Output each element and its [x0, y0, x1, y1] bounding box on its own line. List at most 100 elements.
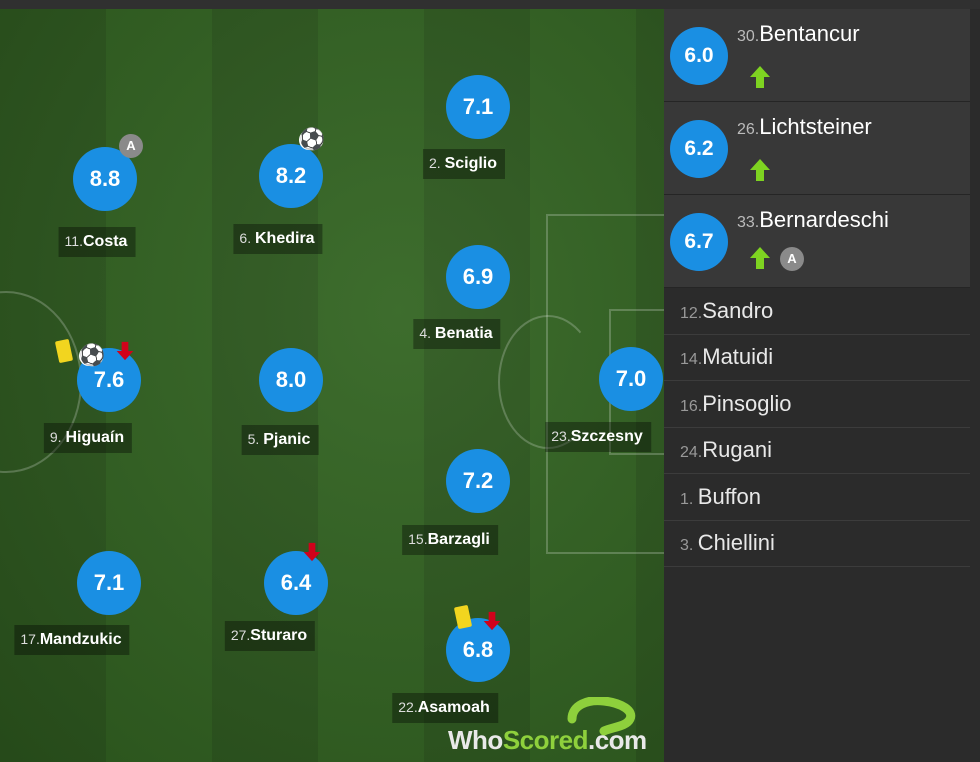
bench-sub-used-row[interactable]: 6.0 30.Bentancur: [664, 9, 970, 102]
whoscored-logo: WhoScored.com: [448, 697, 658, 757]
player-name: Bernardeschi: [759, 207, 889, 232]
player-name-label[interactable]: 15.Barzagli: [402, 525, 498, 555]
player-rating[interactable]: 7.1: [77, 551, 141, 615]
bench-reserve-row[interactable]: 3. Chiellini: [664, 520, 970, 567]
player-rating[interactable]: 8.8: [73, 147, 137, 211]
penalty-arc: [498, 315, 598, 449]
player-name-label[interactable]: 17.Mandzukic: [14, 625, 130, 655]
player-name: Lichtsteiner: [759, 114, 872, 139]
shirt-number: 3.: [680, 537, 698, 554]
top-bar: [0, 0, 980, 9]
player-name: Szczesny: [570, 428, 643, 445]
shirt-number: 27.: [230, 627, 251, 643]
player-name-label[interactable]: 5. Pjanic: [241, 425, 319, 455]
player-rating[interactable]: 6.8: [446, 618, 510, 682]
shirt-number: 11.: [64, 233, 83, 249]
captain-badge: A: [780, 247, 804, 271]
bench-reserve-row[interactable]: 24.Rugani: [664, 427, 970, 475]
logo-scored: Scored: [502, 725, 589, 755]
player-rating[interactable]: 7.0: [599, 347, 663, 411]
sub-off-arrow-icon: [483, 611, 501, 631]
player-name: Higuaín: [65, 429, 125, 446]
question-mark-icon: [567, 697, 636, 736]
player-rating[interactable]: 8.2: [259, 144, 323, 208]
shirt-number: 22.: [398, 699, 418, 715]
player-name: Barzagli: [427, 531, 490, 548]
player-rating[interactable]: 7.2: [446, 449, 510, 513]
shirt-number: 17.: [20, 631, 40, 647]
goal-ball-icon: ⚽: [299, 128, 326, 151]
player-name: Sturaro: [250, 627, 308, 644]
player-rating[interactable]: 6.7: [670, 213, 728, 271]
bench-reserve-row[interactable]: 14.Matuidi: [664, 334, 970, 382]
player-name-label[interactable]: 16.Pinsoglio: [680, 391, 792, 417]
shirt-number: 5.: [247, 431, 264, 447]
player-name-label[interactable]: 23.Szczesny: [545, 422, 651, 452]
player-rating[interactable]: 6.9: [446, 245, 510, 309]
sub-on-arrow-icon: [750, 159, 770, 181]
shirt-number: 6.: [239, 230, 255, 246]
player-name-label[interactable]: 3. Chiellini: [680, 530, 775, 556]
shirt-number: 33.: [737, 214, 760, 231]
player-name-label[interactable]: 14.Matuidi: [680, 344, 773, 370]
shirt-number: 4.: [419, 325, 435, 341]
player-name: Bentancur: [759, 21, 860, 46]
bench-reserve-row[interactable]: 12.Sandro: [664, 288, 970, 335]
player-name: Khedira: [255, 230, 315, 247]
shirt-number: 30.: [737, 28, 760, 45]
shirt-number: 24.: [680, 444, 703, 462]
shirt-number: 1.: [680, 490, 698, 508]
player-name-label[interactable]: 9. Higuaín: [43, 423, 133, 453]
player-rating[interactable]: 6.4: [264, 551, 328, 615]
player-name: Matuidi: [702, 344, 774, 370]
player-name-label[interactable]: 33.Bernardeschi: [737, 207, 889, 233]
sub-off-arrow-icon: [303, 542, 321, 562]
player-name: Asamoah: [417, 699, 490, 716]
shirt-number: 14.: [680, 351, 703, 369]
logo-who: Who: [448, 725, 503, 755]
sub-on-arrow-icon: [750, 247, 770, 269]
player-name-label[interactable]: 27.Sturaro: [224, 621, 316, 651]
player-name: Costa: [82, 233, 128, 250]
shirt-number: 2.: [428, 155, 445, 171]
player-name-label[interactable]: 6. Khedira: [233, 224, 323, 254]
shirt-number: 15.: [408, 531, 428, 547]
goal-ball-icon: ⚽: [79, 344, 106, 367]
player-name: Chiellini: [697, 530, 775, 555]
sub-on-arrow-icon: [750, 66, 770, 88]
shirt-number: 16.: [680, 397, 703, 415]
player-name-label[interactable]: 30.Bentancur: [737, 21, 860, 47]
logo-com: .com: [587, 725, 647, 755]
player-name: Sandro: [702, 298, 774, 323]
player-name: Mandzukic: [39, 631, 122, 648]
player-name: Benatia: [434, 325, 493, 342]
player-name-label[interactable]: 1. Buffon: [680, 484, 761, 510]
player-rating[interactable]: 8.0: [259, 348, 323, 412]
player-name-label[interactable]: 2. Sciglio: [422, 149, 506, 179]
player-name: Pjanic: [263, 431, 311, 448]
player-name: Rugani: [702, 437, 772, 463]
player-name: Sciglio: [444, 155, 498, 172]
shirt-number: 12.: [680, 305, 703, 322]
bench-reserve-row[interactable]: 1. Buffon: [664, 474, 970, 521]
player-name: Buffon: [697, 483, 762, 509]
captain-badge: A: [119, 134, 143, 158]
bench-reserve-row[interactable]: 16.Pinsoglio: [664, 381, 970, 428]
player-name-label[interactable]: 22.Asamoah: [392, 693, 498, 723]
bench-sub-used-row[interactable]: 6.2 26.Lichtsteiner: [664, 102, 970, 195]
player-rating[interactable]: 6.0: [670, 27, 728, 85]
shirt-number: 26.: [737, 121, 760, 138]
player-name-label[interactable]: 11.Costa: [58, 227, 136, 257]
player-name-label[interactable]: 4. Benatia: [413, 319, 501, 349]
player-name-label[interactable]: 12.Sandro: [680, 298, 773, 324]
player-rating[interactable]: 7.1: [446, 75, 510, 139]
player-rating[interactable]: 6.2: [670, 120, 728, 178]
player-name-label[interactable]: 24.Rugani: [680, 437, 772, 463]
shirt-number: 23.: [551, 428, 571, 444]
player-name-label[interactable]: 26.Lichtsteiner: [737, 114, 872, 140]
player-name: Pinsoglio: [702, 390, 792, 416]
shirt-number: 9.: [49, 429, 66, 445]
